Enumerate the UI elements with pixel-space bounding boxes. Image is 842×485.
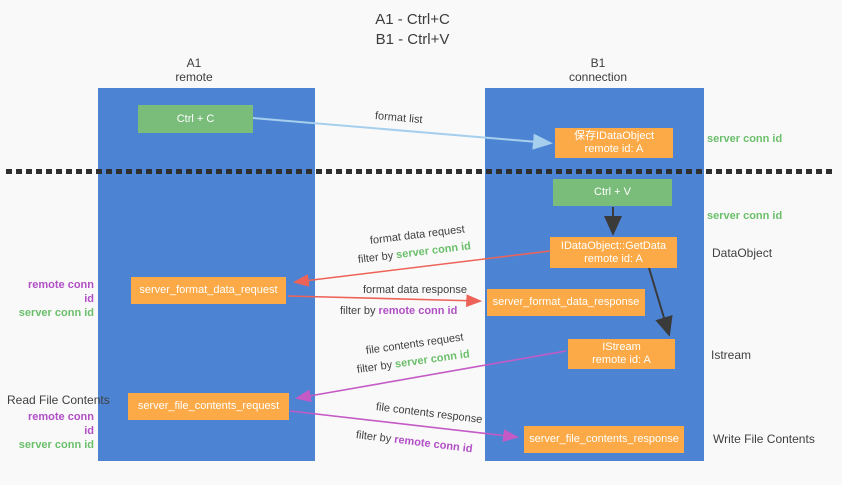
dotted-separator-line: [6, 169, 836, 174]
node-server-file-contents-response: server_file_contents_response: [524, 426, 684, 453]
column-a1-name: A1: [186, 56, 202, 70]
column-header-a1: A1 remote: [144, 56, 244, 84]
annotation-istream: Istream: [711, 348, 752, 362]
filter-by-text: filter by: [356, 359, 393, 376]
filter-by-text: filter by: [357, 249, 394, 266]
node-format-response-label: server_format_data_response: [492, 296, 640, 308]
node-getdata-line-1: IDataObject::GetData: [560, 239, 667, 252]
node-istream-line-2: remote id: A: [592, 354, 651, 366]
node-save-line-1: 保存IDataObject: [573, 130, 655, 142]
annotation-read-file-contents: Read File Contents: [7, 393, 110, 407]
node-istream: IStream remote id: A: [568, 339, 675, 369]
node-getdata-line-2: remote id: A: [584, 252, 643, 265]
annotation-server-conn-id: server conn id: [18, 307, 94, 319]
node-server-format-data-response: server_format_data_response: [487, 289, 645, 316]
node-server-file-contents-request: server_file_contents_request: [128, 393, 289, 420]
node-save-idataobject: 保存IDataObject remote id: A: [555, 128, 673, 158]
annotation-left-conn-ids: remote conn id server conn id: [16, 278, 94, 320]
label-file-contents-response: file contents response: [375, 401, 483, 426]
arrow-format-data-response: [287, 294, 483, 308]
node-ctrl-v-label: Ctrl + V: [594, 186, 631, 198]
node-save-line-2: remote id: A: [584, 143, 644, 155]
filter-by-text: filter by: [355, 429, 392, 446]
column-a1-role: remote: [175, 70, 213, 84]
annotation-left-read-conn-ids: remote conn id server conn id: [16, 410, 94, 452]
column-header-b1: B1 connection: [548, 56, 648, 84]
title-line-2: B1 - Ctrl+V: [375, 31, 450, 48]
title-line-1: A1 - Ctrl+C: [375, 11, 450, 28]
filter-by-text: filter by: [340, 305, 376, 317]
diagram-title: A1 - Ctrl+C B1 - Ctrl+V: [330, 10, 495, 50]
annotation-server-conn-id: server conn id: [18, 439, 94, 451]
node-istream-line-1: IStream: [602, 341, 641, 353]
node-ctrl-c-label: Ctrl + C: [176, 112, 215, 125]
annotation-remote-conn-id: remote conn id: [27, 411, 94, 437]
node-ctrl-c: Ctrl + C: [138, 105, 253, 133]
annotation-server-conn-id-mid: server conn id: [707, 210, 783, 222]
annotation-dataobject: DataObject: [712, 246, 773, 260]
node-server-format-data-request: server_format_data_request: [131, 277, 286, 304]
column-b1-role: connection: [568, 70, 628, 84]
annotation-server-conn-id-top: server conn id: [707, 133, 783, 145]
node-file-request-label: server_file_contents_request: [137, 400, 280, 412]
annotation-write-file-contents: Write File Contents: [713, 432, 815, 446]
label-format-list: format list: [374, 110, 424, 127]
server-conn-id-text: server conn id: [394, 348, 471, 371]
remote-conn-id-text: remote conn id: [393, 433, 474, 456]
server-conn-id-text: server conn id: [395, 240, 472, 262]
label-format-data-response: format data response: [363, 284, 467, 296]
node-ctrl-v: Ctrl + V: [553, 179, 672, 206]
node-format-request-label: server_format_data_request: [139, 284, 278, 296]
remote-conn-id-text: remote conn id: [378, 305, 458, 317]
node-idataobject-getdata: IDataObject::GetData remote id: A: [550, 237, 677, 268]
column-b1-name: B1: [590, 56, 606, 70]
node-file-response-label: server_file_contents_response: [529, 433, 679, 445]
annotation-remote-conn-id: remote conn id: [27, 279, 94, 305]
